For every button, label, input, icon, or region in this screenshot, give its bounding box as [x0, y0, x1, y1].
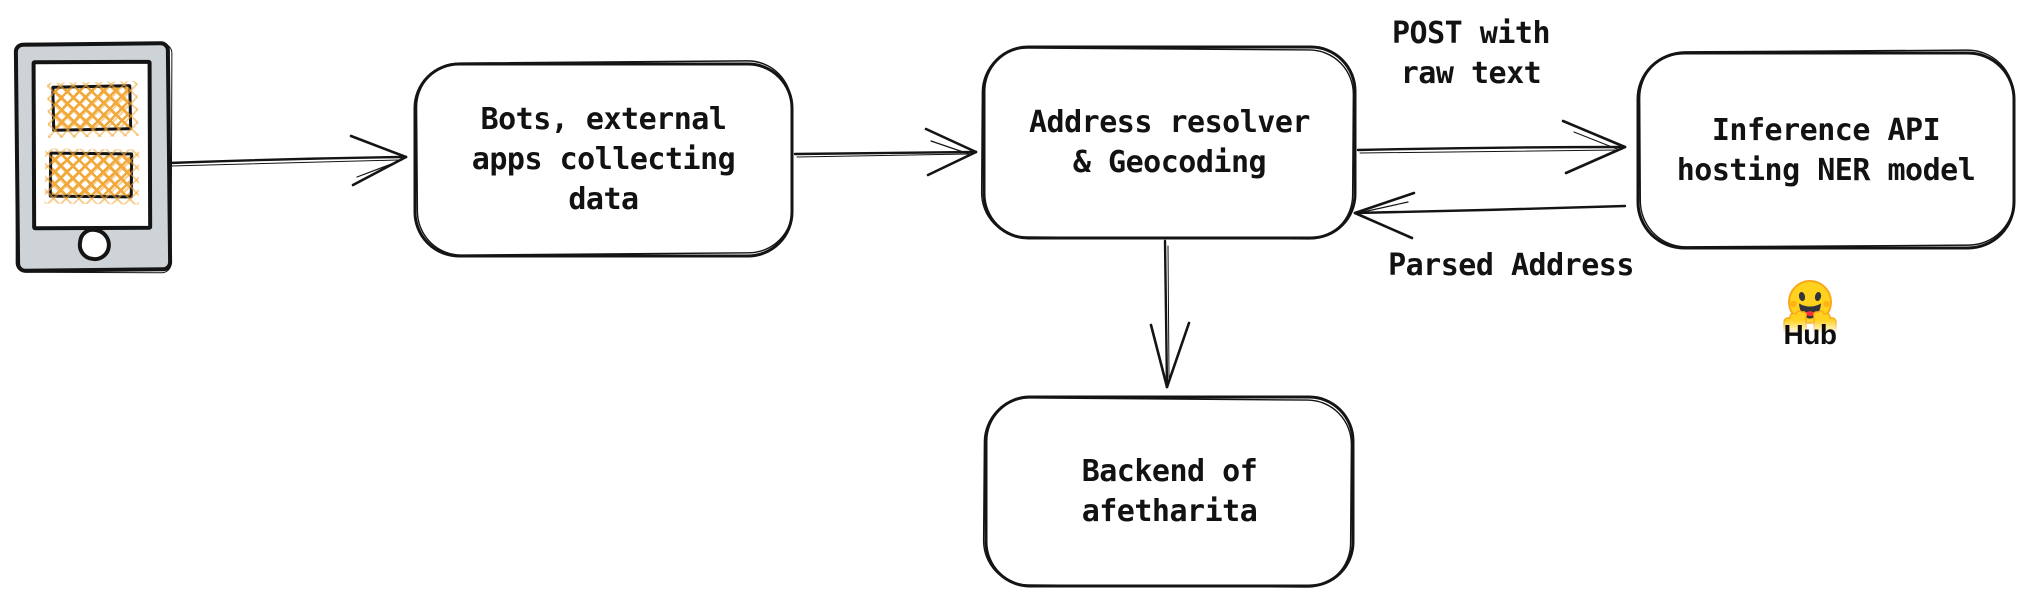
arrow-bots-to-resolver	[793, 127, 978, 177]
node-bots: Bots, external apps collecting data	[415, 64, 792, 256]
hugging-face-icon	[1778, 280, 1842, 334]
hub-label: Hub	[1783, 319, 1837, 350]
edge-label-post-raw-text: POST with raw text	[1391, 16, 1551, 91]
node-backend-label: Backend of afetharita	[1081, 453, 1258, 529]
tweet-card-icon	[48, 151, 134, 199]
node-box-backend	[982, 395, 1355, 588]
node-inference-label: Inference API hosting NER model	[1676, 112, 1976, 188]
arrow-phone-to-bots	[167, 134, 408, 187]
node-inference: Inference API hosting NER model	[1638, 53, 2014, 248]
edge-label-parsed-address: Parsed Address	[1388, 248, 1634, 283]
phone-icon	[13, 41, 173, 273]
node-box-bots	[413, 60, 794, 258]
node-backend: Backend of afetharita	[986, 397, 1353, 586]
arrow-resolver-to-backend	[1149, 239, 1191, 389]
node-box-resolver	[980, 45, 1357, 240]
node-resolver: Address resolver & Geocoding	[984, 47, 1355, 238]
tweet-card-icon	[51, 84, 133, 132]
phone-screen	[31, 59, 153, 231]
node-box-inference	[1636, 49, 2016, 250]
phone-home-button-icon	[75, 226, 113, 263]
node-bots-label: Bots, external apps collecting data	[471, 102, 736, 217]
arrow-resolver-to-inference	[1356, 119, 1627, 175]
huggingface-hub: Hub	[1770, 278, 1850, 349]
node-resolver-label: Address resolver & Geocoding	[1029, 104, 1310, 180]
arrow-inference-to-resolver	[1353, 191, 1627, 240]
